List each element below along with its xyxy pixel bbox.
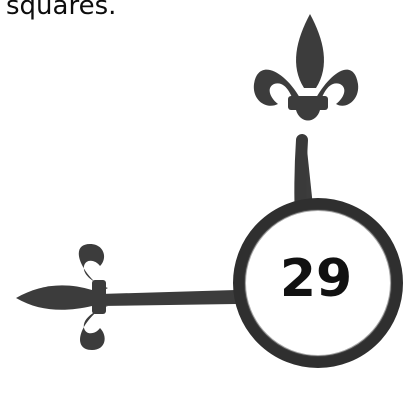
top-fleur-de-lis-icon bbox=[254, 14, 358, 121]
horizontal-arrow-shaft bbox=[100, 290, 236, 306]
left-fleur-de-lis-icon bbox=[16, 244, 108, 350]
page-number: 29 bbox=[264, 244, 368, 314]
